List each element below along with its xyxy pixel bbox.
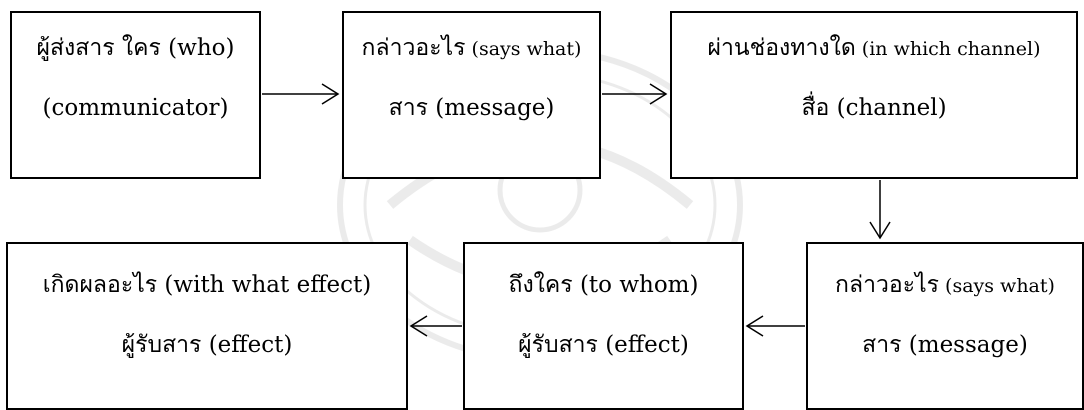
says-what-bottom-label: กล่าวอะไร (says what) xyxy=(808,270,1082,301)
says-what-top-english: (says what) xyxy=(465,38,582,60)
to-whom-label: ถึงใคร (to whom) xyxy=(508,272,699,298)
effect-receiver-label: ผู้รับสาร (effect) xyxy=(121,332,293,358)
communicator-box: ผู้ส่งสาร ใคร (who) (communicator) xyxy=(10,11,261,179)
effect-label: เกิดผลอะไร (with what effect) xyxy=(42,272,372,298)
says-what-box-top: กล่าวอะไร (says what) สาร (message) xyxy=(342,11,601,179)
communicator-english-label: (communicator) xyxy=(42,95,229,121)
channel-media-label: สื่อ (channel) xyxy=(801,95,947,121)
arrow-to-whom-to-effect xyxy=(409,315,462,337)
arrow-communicator-to-says-what xyxy=(262,83,340,105)
says-what-top-thai: กล่าวอะไร xyxy=(361,35,466,61)
channel-thai: ผ่านช่องทางใด xyxy=(707,35,856,61)
channel-label: ผ่านช่องทางใด (in which channel) xyxy=(672,33,1076,64)
effect-box: เกิดผลอะไร (with what effect) ผู้รับสาร … xyxy=(6,242,408,410)
arrow-says-what-to-to-whom xyxy=(745,315,805,337)
to-whom-box: ถึงใคร (to whom) ผู้รับสาร (effect) xyxy=(463,242,744,410)
communicator-label: ผู้ส่งสาร ใคร (who) xyxy=(36,35,235,61)
says-what-bottom-english: (says what) xyxy=(939,275,1055,297)
to-whom-receiver-label: ผู้รับสาร (effect) xyxy=(518,332,689,358)
channel-english: (in which channel) xyxy=(855,38,1041,60)
says-what-box-bottom: กล่าวอะไร (says what) สาร (message) xyxy=(806,242,1084,410)
arrow-says-what-to-channel xyxy=(602,83,668,105)
says-what-bottom-thai: กล่าวอะไร xyxy=(835,272,939,298)
message-top-label: สาร (message) xyxy=(388,95,555,121)
message-bottom-label: สาร (message) xyxy=(862,332,1028,358)
says-what-top-label: กล่าวอะไร (says what) xyxy=(344,33,599,64)
arrow-channel-to-says-what-bottom xyxy=(869,180,891,240)
channel-box: ผ่านช่องทางใด (in which channel) สื่อ (c… xyxy=(670,11,1078,179)
